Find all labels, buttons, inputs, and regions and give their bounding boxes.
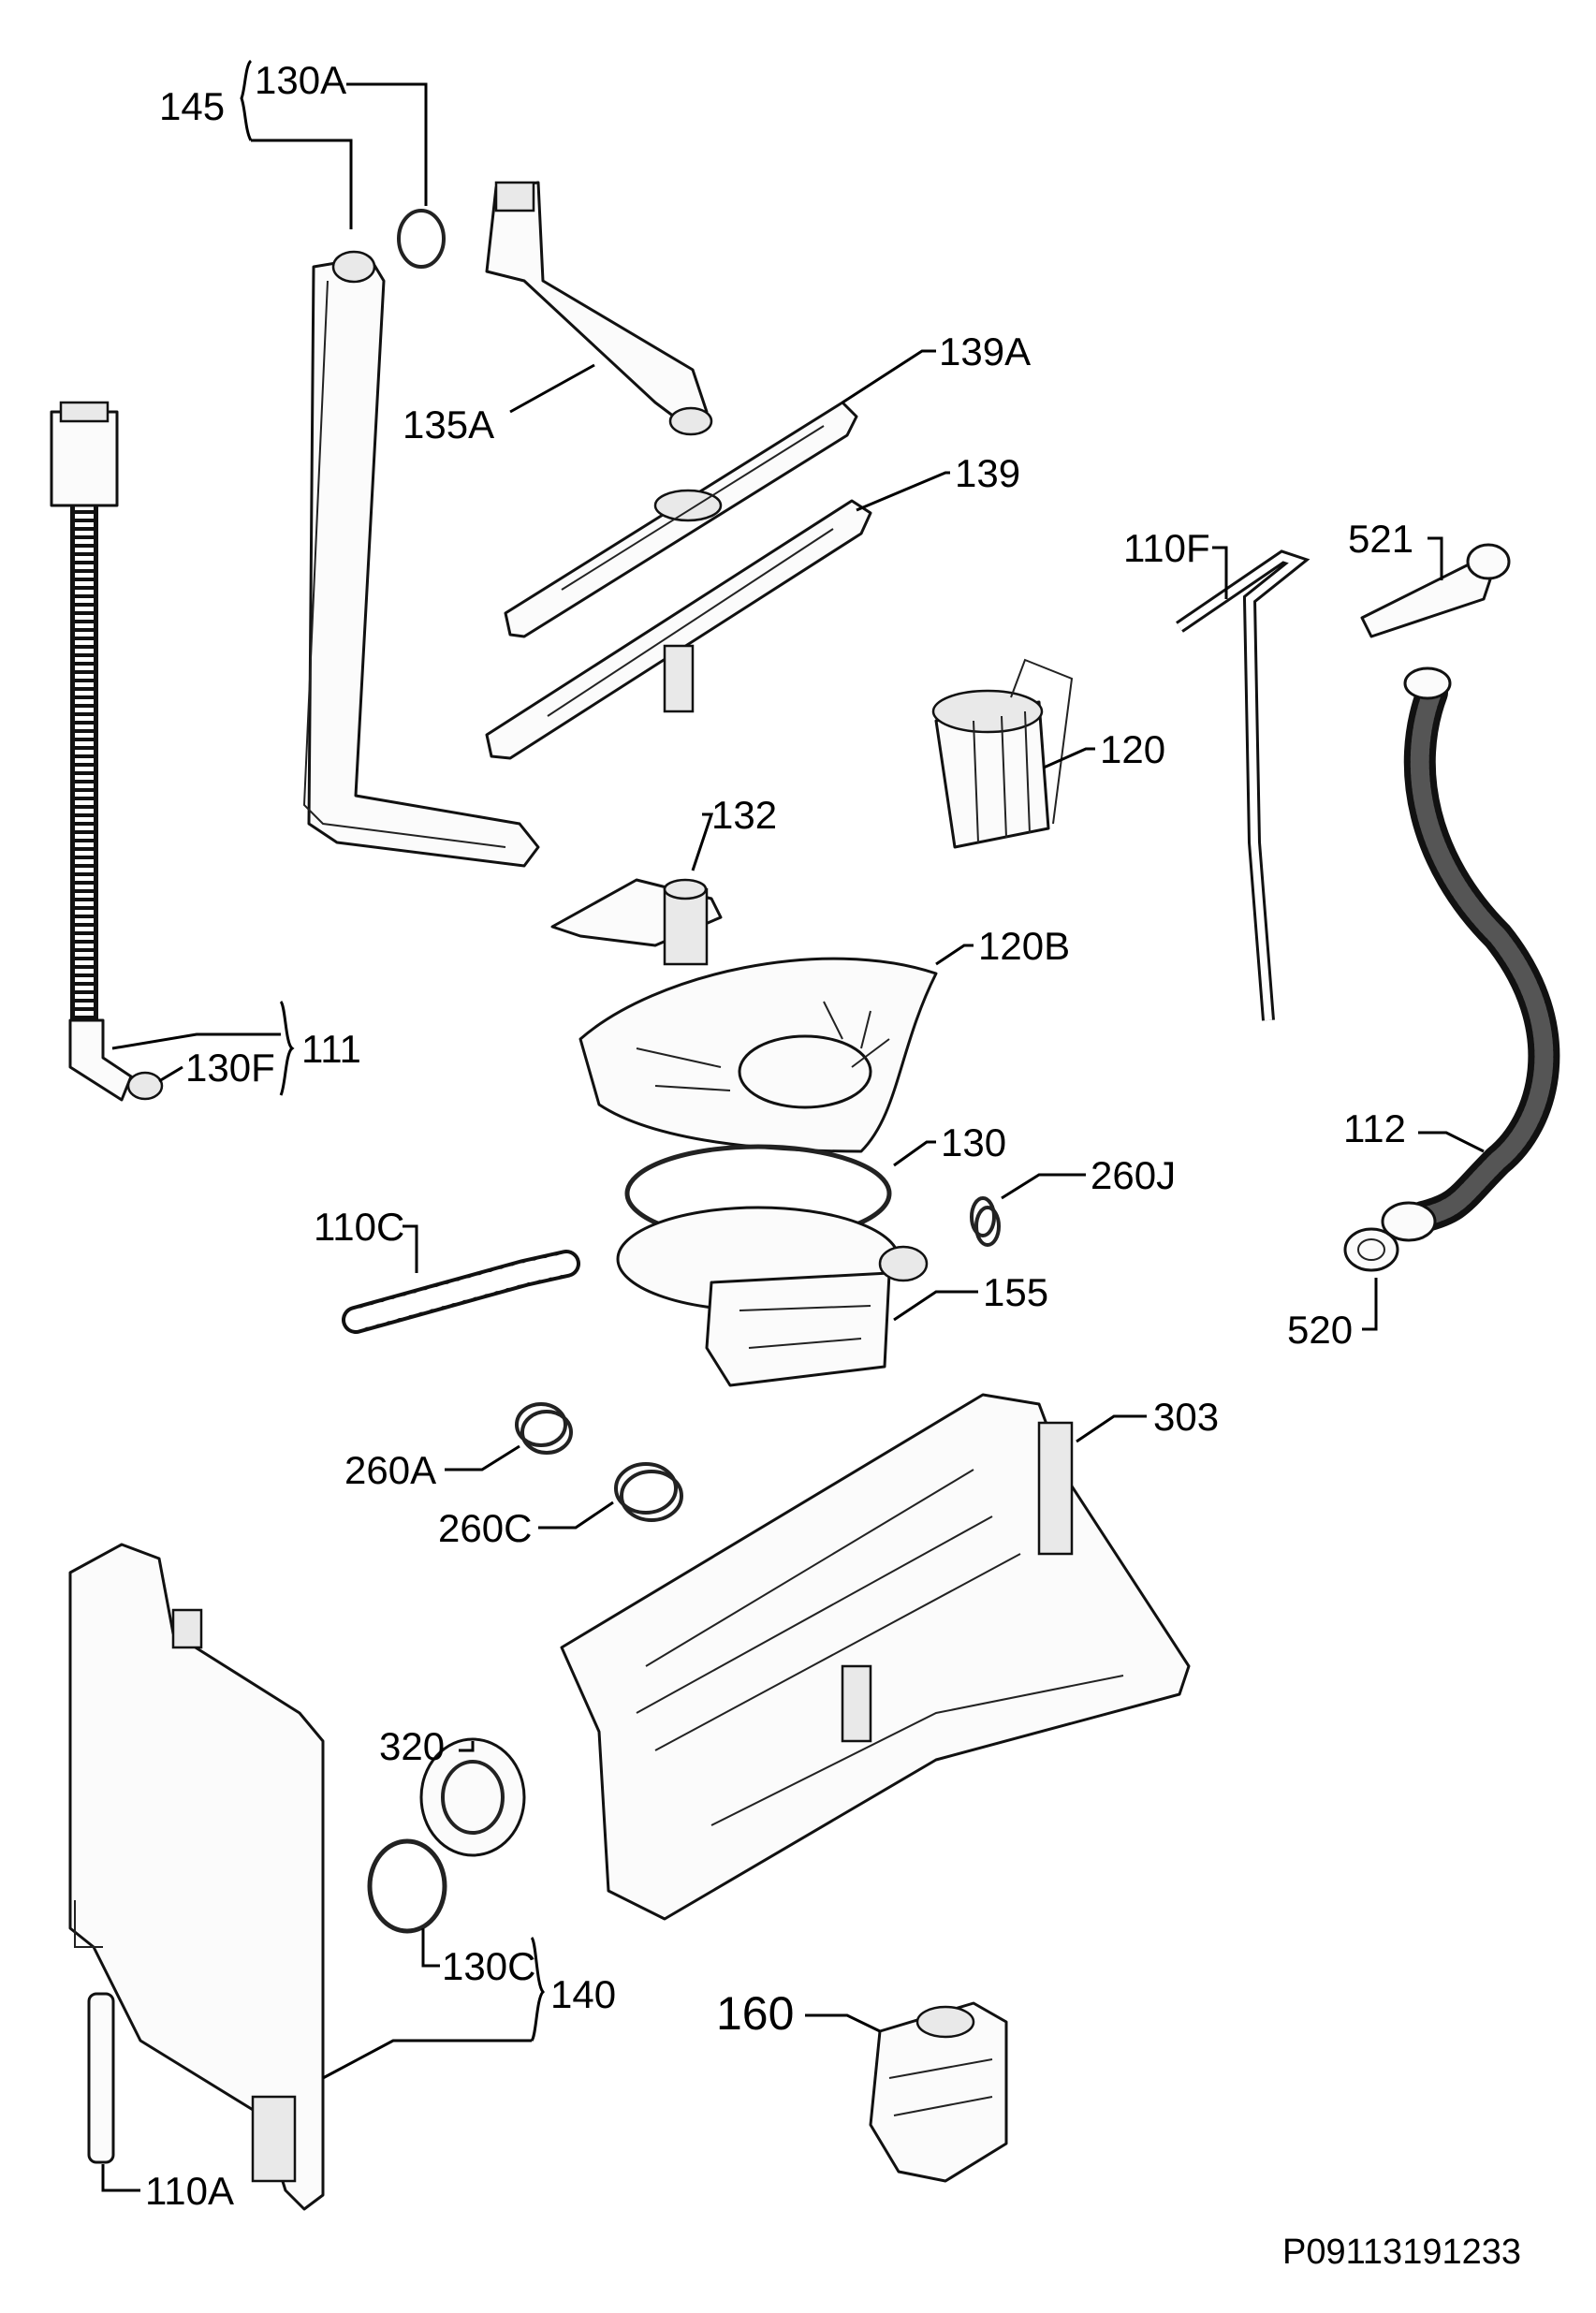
part-139-lower-spray-arm (485, 499, 872, 760)
part-112-drain-hose (1381, 666, 1560, 1242)
part-110c-hose (342, 1250, 580, 1334)
part-111-inlet-hose (50, 401, 164, 1102)
part-145-supply-pipe (302, 250, 540, 868)
label-111: 111 (301, 1027, 361, 1071)
label-130: 130 (941, 1120, 1006, 1164)
label-132: 132 (711, 793, 777, 837)
label-155: 155 (983, 1270, 1048, 1314)
label-120b: 120B (978, 924, 1070, 968)
part-520-connector (1343, 1227, 1399, 1272)
label-520: 520 (1287, 1308, 1353, 1352)
part-132-sensor (550, 878, 723, 966)
part-260a-clamp (515, 1402, 573, 1455)
part-260j-clamp (970, 1196, 1001, 1247)
label-260j: 260J (1091, 1153, 1176, 1197)
label-130f: 130F (185, 1046, 275, 1090)
part-160-pump (869, 2001, 1008, 2183)
part-303-base (560, 1393, 1191, 1921)
label-139a: 139A (939, 329, 1031, 373)
leader-lines (101, 59, 1485, 2192)
part-521-tool (1360, 543, 1511, 638)
label-110a: 110A (145, 2169, 234, 2213)
label-120: 120 (1100, 727, 1165, 771)
label-145: 145 (159, 84, 225, 128)
label-320: 320 (379, 1724, 445, 1768)
diagram-id: P09113191233 (1282, 2232, 1521, 2272)
label-112: 112 (1343, 1106, 1406, 1150)
part-140-tank (68, 1543, 325, 2211)
label-260a: 260A (344, 1448, 436, 1492)
part-130c-o-ring (367, 1838, 447, 1934)
label-303: 303 (1153, 1395, 1219, 1439)
label-110c: 110C (314, 1205, 404, 1249)
part-320-seal (419, 1737, 526, 1857)
part-130a-o-ring (397, 209, 446, 269)
label-139: 139 (955, 451, 1020, 495)
part-labels: 145 130A 135A 139A 139 110F 521 120 132 … (145, 58, 1521, 2272)
label-140: 140 (550, 1972, 616, 2016)
label-260c: 260C (438, 1506, 532, 1550)
label-521: 521 (1348, 517, 1413, 561)
label-160: 160 (716, 1987, 794, 2040)
part-110a-tube (87, 1992, 115, 2164)
part-110f-hose (1176, 549, 1310, 1021)
part-120b-filter-plate (578, 957, 938, 1153)
label-130c: 130C (442, 1944, 535, 1988)
label-135a: 135A (403, 403, 494, 446)
part-120-filter (931, 658, 1074, 849)
label-130a: 130A (255, 58, 346, 102)
part-135a-bracket (485, 181, 713, 436)
part-155-sump (616, 1206, 929, 1387)
part-139a-upper-spray-arm (504, 401, 858, 638)
label-110f: 110F (1123, 526, 1210, 570)
part-260c-clamp (614, 1462, 683, 1522)
